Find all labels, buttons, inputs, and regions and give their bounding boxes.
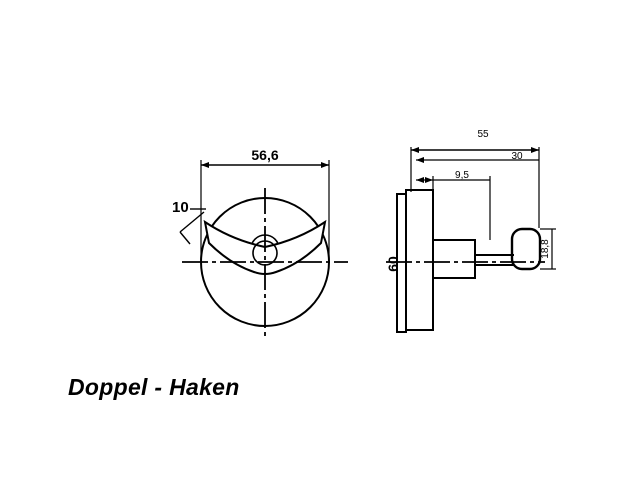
front-view: 56,6 10 [172,147,348,336]
hook-tip [510,227,542,271]
dim-side-depth-hook: 30 [511,151,523,162]
dim-front-angle: 10 [172,199,189,216]
dim-side-depth-total: 55 [477,129,489,140]
dim-hook-tip-height: 18,8 [540,239,551,259]
hook-neck [432,239,476,279]
dim-front-width: 56,6 [251,147,278,163]
dim-side-plate-depth: 9,5 [455,170,469,181]
side-view: 55 30 9,5 60 18,8 [385,129,556,333]
rosette-body [405,189,434,331]
dim-side-height: 60 [385,256,401,272]
drawing-title: Doppel - Haken [68,374,240,400]
